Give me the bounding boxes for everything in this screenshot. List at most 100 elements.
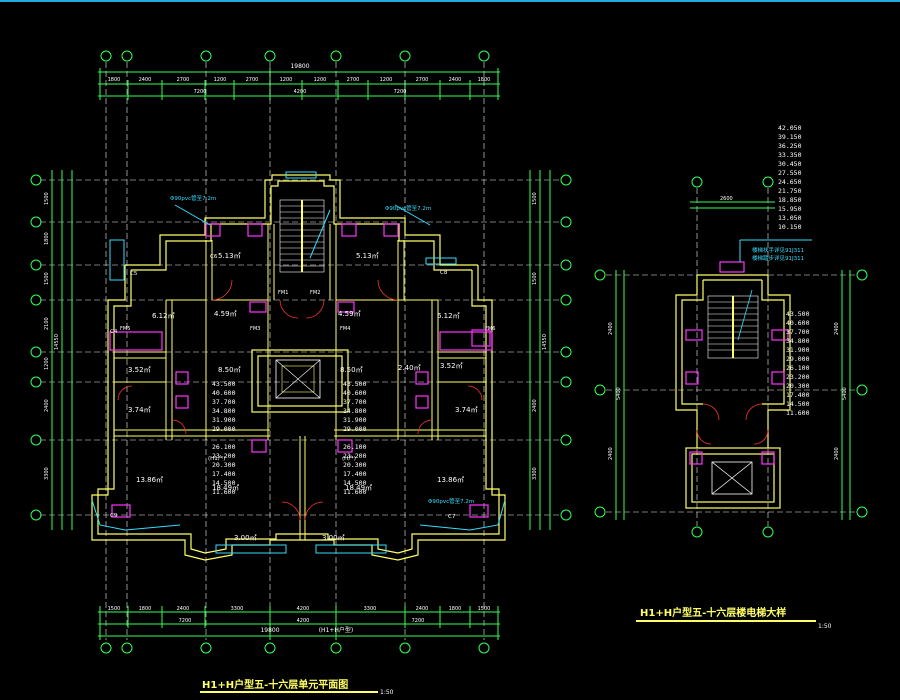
room-area: 5.13㎡ [356,252,379,260]
detail-walls [675,274,791,509]
svg-text:20.300: 20.300 [786,382,810,390]
room-area: 3.74㎡ [455,406,478,414]
elevator-stair-detail: 42.050 39.150 36.250 33.350 30.450 27.55… [594,124,868,630]
svg-text:15.950: 15.950 [778,205,802,213]
svg-text:2400: 2400 [416,606,429,612]
detail-top-elevations: 42.050 39.150 36.250 33.350 30.450 27.55… [778,124,802,231]
svg-text:26.100: 26.100 [212,443,236,451]
svg-text:31.900: 31.900 [343,416,367,424]
room-area: 6.12㎡ [152,312,175,320]
detail-note: 楼梯扶手详见91J311 [752,246,804,254]
room-area: 8.50㎡ [340,366,363,374]
room-area-labels: 5.13㎡ 5.13㎡ 6.12㎡ 6.12㎡ 4.59㎡ 4.59㎡ 8.50… [128,252,478,542]
svg-text:1800: 1800 [449,606,462,612]
svg-text:37.700: 37.700 [343,398,367,406]
svg-text:34.800: 34.800 [212,407,236,415]
pipe-note: Φ90pvc管至7.2m [170,194,216,202]
door-tag: FM1 [278,290,288,296]
room-area: 13.86㎡ [136,476,163,484]
side-dimension-numbers: 1500 1800 1500 2100 1200 2400 3300 14550… [44,192,548,480]
svg-text:14550: 14550 [542,334,548,350]
svg-text:29.000: 29.000 [343,425,367,433]
window-tag: C4 [110,329,118,335]
svg-text:2700: 2700 [347,77,360,83]
detail-stair [707,289,759,359]
pipe-notes: Φ90pvc管至7.2m Φ90pvc管至7.2m Φ90pvc管至7.2m [170,194,474,505]
svg-text:3300: 3300 [44,467,50,480]
svg-text:2400: 2400 [449,77,462,83]
svg-text:2400: 2400 [177,606,190,612]
room-area: 3.74㎡ [128,406,151,414]
svg-text:30.450: 30.450 [778,160,802,168]
svg-text:7200: 7200 [394,89,407,95]
svg-text:36.250: 36.250 [778,142,802,150]
svg-text:17.400: 17.400 [212,470,236,478]
svg-text:11.600: 11.600 [343,488,367,496]
svg-text:2600: 2600 [720,196,733,202]
svg-text:7200: 7200 [412,618,425,624]
svg-text:20.300: 20.300 [212,461,236,469]
svg-text:23.200: 23.200 [212,452,236,460]
svg-text:31.900: 31.900 [212,416,236,424]
svg-text:31.900: 31.900 [786,346,810,354]
svg-text:26.100: 26.100 [786,364,810,372]
detail-dimension-lines [615,201,851,520]
top-dimension-total: 19800 [290,63,309,70]
svg-text:17.400: 17.400 [786,391,810,399]
svg-text:4200: 4200 [297,606,310,612]
svg-text:2400: 2400 [608,322,614,335]
room-area: 13.86㎡ [437,476,464,484]
svg-text:1200: 1200 [44,357,50,370]
unit-tag: (H户) [342,454,356,462]
svg-text:1500: 1500 [44,272,50,285]
svg-text:18.850: 18.850 [778,196,802,204]
svg-text:34.800: 34.800 [343,407,367,415]
svg-text:43.500: 43.500 [786,310,810,318]
detail-plan-title: H1+H户型五-十六层楼电梯大样 [640,606,786,619]
unit-tag: (H1户) [208,454,225,462]
svg-text:27.550: 27.550 [778,169,802,177]
svg-text:20.300: 20.300 [343,461,367,469]
room-area: 3.00㎡ [234,534,257,542]
svg-text:37.700: 37.700 [212,398,236,406]
svg-text:37.700: 37.700 [786,328,810,336]
pipe-note: Φ90pvc管至7.2m [428,497,474,505]
svg-text:7200: 7200 [179,618,192,624]
svg-text:14.500: 14.500 [343,479,367,487]
detail-fixtures [685,261,789,465]
bottom-unit-tag: (H1+H户型) [319,626,354,634]
svg-text:26.100: 26.100 [343,443,367,451]
svg-text:3300: 3300 [364,606,377,612]
bottom-dimension-total: 19800 [260,627,279,634]
svg-text:1500: 1500 [44,192,50,205]
detail-note: 楼梯踏步详见91J311 [752,254,804,262]
detail-side-dimension-numbers: 2400 2400 5400 5400 2400 2400 2600 [608,196,848,460]
svg-text:29.000: 29.000 [786,355,810,363]
svg-text:21.750: 21.750 [778,187,802,195]
room-area: 3.52㎡ [128,366,151,374]
room-area: 3.00㎡ [322,534,345,542]
main-plan-title: H1+H户型五-十六层单元平面图 [202,678,348,691]
svg-text:1500: 1500 [478,606,491,612]
svg-text:3300: 3300 [532,467,538,480]
svg-text:1200: 1200 [280,77,293,83]
room-area: 4.59㎡ [214,310,237,318]
magenta-fixtures [109,223,493,518]
svg-text:2400: 2400 [608,447,614,460]
svg-text:39.150: 39.150 [778,133,802,141]
svg-text:43.500: 43.500 [212,380,236,388]
svg-text:1500: 1500 [532,272,538,285]
svg-text:11.600: 11.600 [786,409,810,417]
cyan-annotations [91,171,506,554]
detail-axis-bubbles [594,176,868,538]
door-tags: FM1 FM2 FM3 FM4 FM5 FM6 [120,290,495,332]
room-area: 5.13㎡ [218,252,241,260]
svg-text:13.050: 13.050 [778,214,802,222]
svg-text:14550: 14550 [54,334,60,350]
window-tag: C7 [448,514,456,520]
exterior-walls [91,174,506,561]
svg-text:1200: 1200 [214,77,227,83]
svg-text:11.600: 11.600 [212,488,236,496]
side-dimension-lines [51,170,551,530]
